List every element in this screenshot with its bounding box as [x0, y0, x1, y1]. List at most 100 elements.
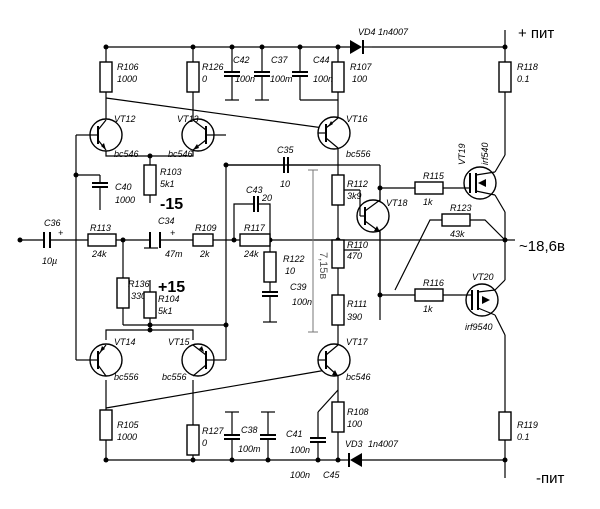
transistor-VT20-ref: VT20 — [472, 272, 494, 282]
resistor-R127-value: 0 — [202, 438, 207, 448]
capacitor-C43-value: 20 — [261, 193, 272, 203]
resistor-R117-value: 24k — [243, 249, 259, 259]
resistor-R104-ref: R104 — [158, 294, 180, 304]
transistor-VT15: VT15 bc556 — [162, 337, 215, 382]
resistor-R123-value: 43k — [450, 229, 465, 239]
diode-VD4-ref: VD4 — [358, 27, 376, 37]
capacitor-C38-value: 100m — [238, 444, 261, 454]
resistor-R104-value: 5k1 — [158, 306, 173, 316]
resistor-R105-value: 1000 — [117, 432, 137, 442]
transistor-VT13-type: bc546 — [168, 149, 193, 159]
capacitor-C39-ref: C39 — [290, 282, 307, 292]
bias-plus15-label: +15 — [158, 279, 185, 296]
resistor-R122: R122 10 — [263, 251, 305, 283]
resistor-R118: R118 0.1 — [498, 61, 538, 93]
capacitor-C34: C34 47m + — [144, 216, 183, 259]
capacitor-C41: C41 100n — [260, 411, 310, 455]
capacitor-C45-value: 100n — [290, 470, 310, 480]
transistor-VT12-type: bc546 — [114, 149, 139, 159]
capacitor-C35-value: 10 — [280, 179, 290, 189]
capacitor-C34-ref: C34 — [158, 216, 175, 226]
transistor-VT18: VT18 — [356, 190, 408, 233]
resistor-R109-ref: R109 — [195, 223, 217, 233]
svg-text:+: + — [170, 228, 175, 238]
resistor-R112: R112 3k9 — [331, 174, 368, 206]
resistor-R107: R107 100 — [331, 61, 373, 93]
resistor-R117-ref: R117 — [244, 223, 266, 233]
capacitor-C36-ref: C36 — [44, 218, 61, 228]
dimension-label: 7,15в — [317, 252, 329, 279]
diode-VD3-ref: VD3 — [345, 439, 363, 449]
resistor-R106-ref: R106 — [117, 62, 139, 72]
transistor-VT19-type: irf540 — [480, 142, 490, 165]
resistor-R136-ref: R136 — [128, 279, 150, 289]
capacitor-C39-value: 100n — [292, 297, 312, 307]
transistor-VT14-ref: VT14 — [114, 337, 136, 347]
capacitor-C38: C38 100m — [224, 411, 261, 454]
capacitor-C35-ref: C35 — [277, 145, 295, 155]
resistor-R122-ref: R122 — [283, 254, 305, 264]
capacitor-C41-value: 100n — [290, 445, 310, 455]
resistor-R109-value: 2k — [199, 249, 210, 259]
capacitor-C44: C44 100n — [292, 55, 333, 84]
capacitor-C42-ref: C42 — [233, 55, 250, 65]
resistor-R110-ref: R110 — [347, 240, 368, 250]
junctions — [17, 44, 508, 463]
resistor-R111: R111 390 — [331, 294, 367, 326]
transistor-VT20-type: irf9540 — [465, 322, 493, 332]
resistor-R119-value: 0.1 — [517, 432, 530, 442]
transistor-VT13-ref: VT13 — [177, 114, 199, 124]
capacitor-C34-value: 47m — [165, 249, 183, 259]
diode-VD3: VD3 1n4007 — [345, 439, 399, 467]
transistor-VT16-type: bc556 — [346, 149, 371, 159]
resistor-R105-ref: R105 — [117, 420, 140, 430]
capacitor-C45: C45 100n — [290, 437, 341, 480]
resistor-R111-ref: R111 — [347, 299, 367, 309]
resistor-R106: R106 1000 — [99, 61, 139, 93]
resistor-R107-ref: R107 — [350, 62, 373, 72]
resistor-R112-ref: R112 — [347, 179, 368, 189]
transistor-VT18-ref: VT18 — [386, 198, 408, 208]
capacitor-C40-ref: C40 — [115, 182, 132, 192]
resistor-R106-value: 1000 — [117, 74, 137, 84]
resistor-R103-value: 5k1 — [160, 179, 175, 189]
dimension-marker: 7,15в — [308, 169, 329, 333]
resistor-R119: R119 0.1 — [498, 411, 538, 442]
resistor-R122-value: 10 — [285, 266, 295, 276]
transistor-VT17-ref: VT17 — [346, 337, 369, 347]
resistor-R108-value: 100 — [347, 419, 362, 429]
transistor-VT16: VT16 bc556 — [317, 114, 371, 159]
capacitor-C42: C42 100n — [224, 55, 255, 101]
transistor-VT14: VT14 bc556 — [89, 337, 139, 382]
resistor-R111-value: 390 — [347, 312, 362, 322]
resistor-R116-value: 1k — [423, 304, 433, 314]
capacitor-C44-ref: C44 — [313, 55, 330, 65]
resistor-R103-ref: R103 — [160, 167, 182, 177]
supply-plus-label: + пит — [518, 25, 554, 42]
capacitor-C36-value: 10µ — [42, 256, 57, 266]
resistor-R126-ref: R126 — [202, 62, 224, 72]
capacitor-C35: C35 10 — [277, 145, 295, 189]
capacitor-C39: C39 100n — [262, 282, 312, 323]
capacitor-C41-ref: C41 — [286, 429, 303, 439]
bias-minus15-label: -15 — [160, 196, 183, 213]
transistor-VT16-ref: VT16 — [346, 114, 368, 124]
capacitor-C45-ref: C45 — [323, 470, 341, 480]
capacitor-C40-value: 1000 — [115, 195, 135, 205]
transistor-VT17: VT17 bc546 — [317, 337, 371, 382]
transistor-VT12-ref: VT12 — [114, 114, 136, 124]
resistor-R108: R108 100 — [331, 401, 369, 433]
resistor-R123-ref: R123 — [450, 203, 472, 213]
transistor-VT17-type: bc546 — [346, 372, 371, 382]
diode-VD4-type: 1n4007 — [378, 27, 409, 37]
transistor-VT20: VT20 irf9540 — [462, 272, 499, 332]
resistor-R109: R109 2k — [192, 223, 217, 259]
capacitor-C43-ref: C43 — [246, 185, 263, 195]
resistor-R116-ref: R116 — [423, 278, 444, 288]
resistor-R115-ref: R115 — [423, 171, 445, 181]
resistor-R103: R103 5k1 — [143, 164, 182, 196]
capacitor-C37: C37 100m — [254, 55, 293, 101]
transistor-VT14-type: bc556 — [114, 372, 139, 382]
resistor-R116: R116 1k — [414, 278, 444, 314]
